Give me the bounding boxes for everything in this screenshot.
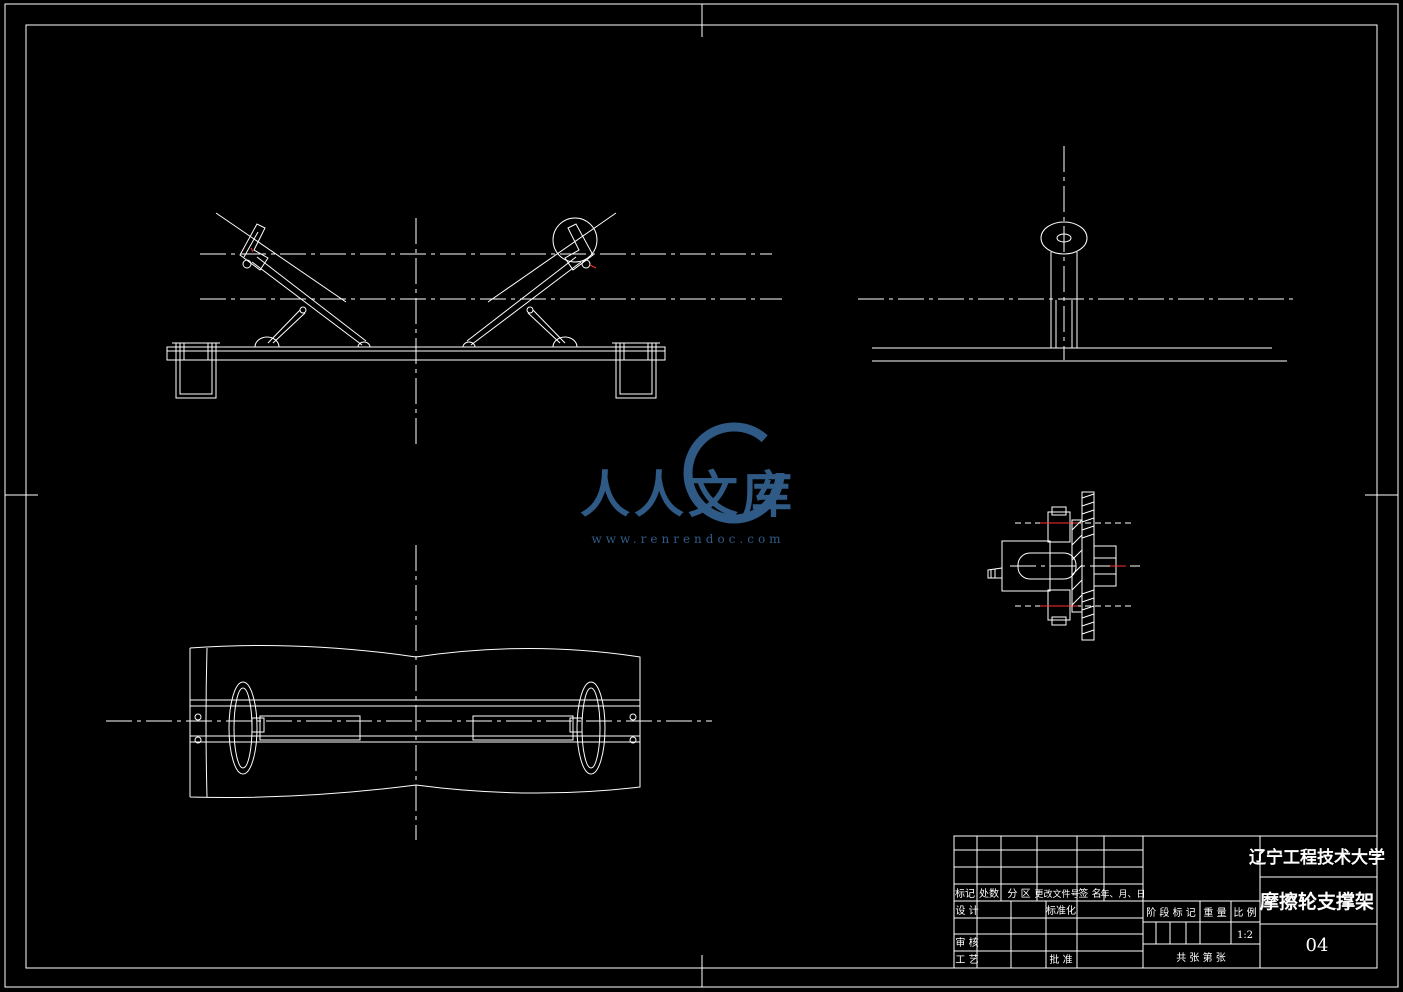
watermark-url: www.renrendoc.com xyxy=(591,532,784,546)
tb-header-date: 年、月、日 xyxy=(1100,888,1145,900)
tb-header-mark: 标记 xyxy=(955,888,975,900)
tb-scale-value: 1:2 xyxy=(1237,930,1253,941)
tb-label-review: 审 核 xyxy=(955,936,978,949)
top-view xyxy=(106,545,712,840)
tb-drawing-title: 摩擦轮支撑架 xyxy=(1260,890,1374,913)
tb-label-design: 设 计 xyxy=(955,904,978,917)
tb-label-ratio: 比 例 xyxy=(1233,906,1256,919)
tb-label-sheets: 共 张 第 张 xyxy=(1176,951,1226,964)
tb-header-signature: 签 名 xyxy=(1078,887,1101,900)
sheet-border xyxy=(4,3,1399,988)
detail-section-view xyxy=(987,491,1140,641)
tb-header-count: 处数 xyxy=(979,887,999,900)
tb-header-change-doc: 更改文件号 xyxy=(1034,888,1079,900)
tb-header-zone: 分 区 xyxy=(1007,888,1030,900)
tb-label-standardize: 标准化 xyxy=(1046,904,1076,917)
front-view xyxy=(166,212,782,448)
watermark-brand: 人人文库 xyxy=(580,466,796,524)
tb-label-approve: 批 准 xyxy=(1049,953,1072,966)
tb-drawing-number: 04 xyxy=(1306,935,1329,956)
watermark: 人人文库 www.renrendoc.com xyxy=(580,422,796,546)
side-view xyxy=(858,146,1296,362)
tb-label-weight: 重 量 xyxy=(1203,906,1226,919)
tb-school-name: 辽宁工程技术大学 xyxy=(1249,847,1385,868)
title-block: 标记 处数 分 区 更改文件号 签 名 年、月、日 设 计 标准化 审 核 工 … xyxy=(953,835,1385,969)
tb-label-stage-mark: 阶 段 标 记 xyxy=(1146,906,1196,919)
tb-label-process: 工 艺 xyxy=(955,954,978,966)
